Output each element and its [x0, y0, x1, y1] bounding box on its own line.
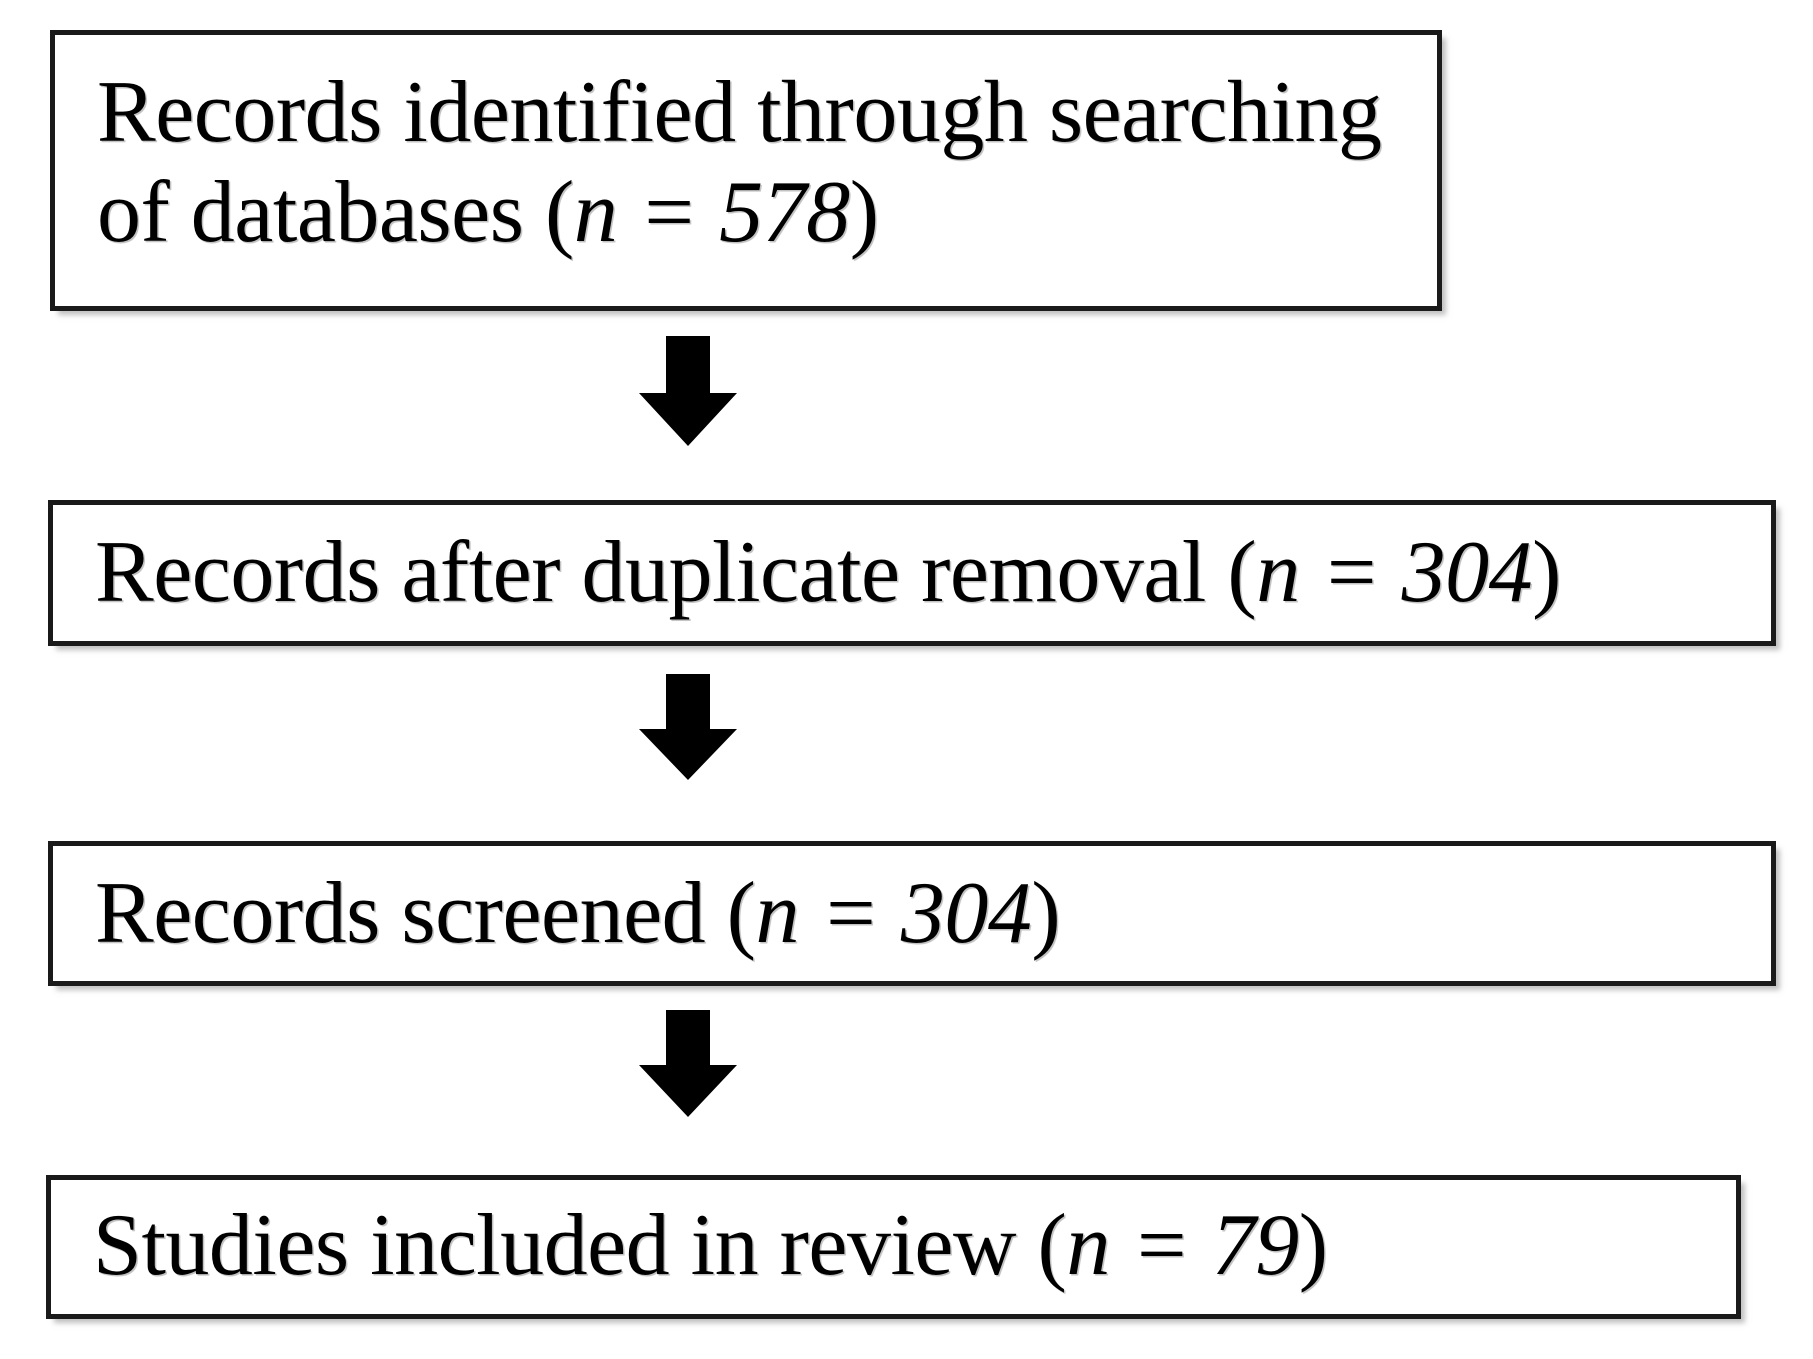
- flow-node-label-suffix: ): [849, 164, 879, 261]
- flow-node-count: n = 304: [1256, 524, 1533, 621]
- down-arrow-icon: [639, 674, 737, 780]
- flow-node-label: Records identified through searching of …: [97, 63, 1427, 263]
- flow-node-label-prefix: Studies included in review (: [93, 1197, 1067, 1294]
- flow-node-label-prefix: Records after duplicate removal (: [95, 524, 1257, 621]
- flow-node-records-after-duplicate-removal: Records after duplicate removal (n = 304…: [48, 500, 1776, 646]
- flow-node-label: Records screened (n = 304): [95, 864, 1761, 964]
- flow-node-label-suffix: ): [1298, 1197, 1328, 1294]
- flow-node-label: Studies included in review (n = 79): [93, 1196, 1726, 1296]
- flow-node-label-prefix: Records identified through searching of …: [97, 64, 1404, 261]
- flow-node-label-suffix: ): [1031, 865, 1061, 962]
- flow-node-records-screened: Records screened (n = 304): [48, 841, 1776, 986]
- flow-node-label-prefix: Records screened (: [95, 865, 756, 962]
- flow-node-count: n = 578: [573, 164, 850, 261]
- flow-node-studies-included-in-review: Studies included in review (n = 79): [46, 1175, 1741, 1319]
- down-arrow-icon: [639, 336, 737, 446]
- flow-node-records-identified: Records identified through searching of …: [50, 30, 1442, 311]
- down-arrow-icon: [639, 1010, 737, 1117]
- flow-node-count: n = 304: [755, 865, 1032, 962]
- flow-node-label-suffix: ): [1532, 524, 1561, 621]
- flow-node-count: n = 79: [1066, 1197, 1299, 1294]
- flow-node-label: Records after duplicate removal (n = 304…: [95, 523, 1761, 623]
